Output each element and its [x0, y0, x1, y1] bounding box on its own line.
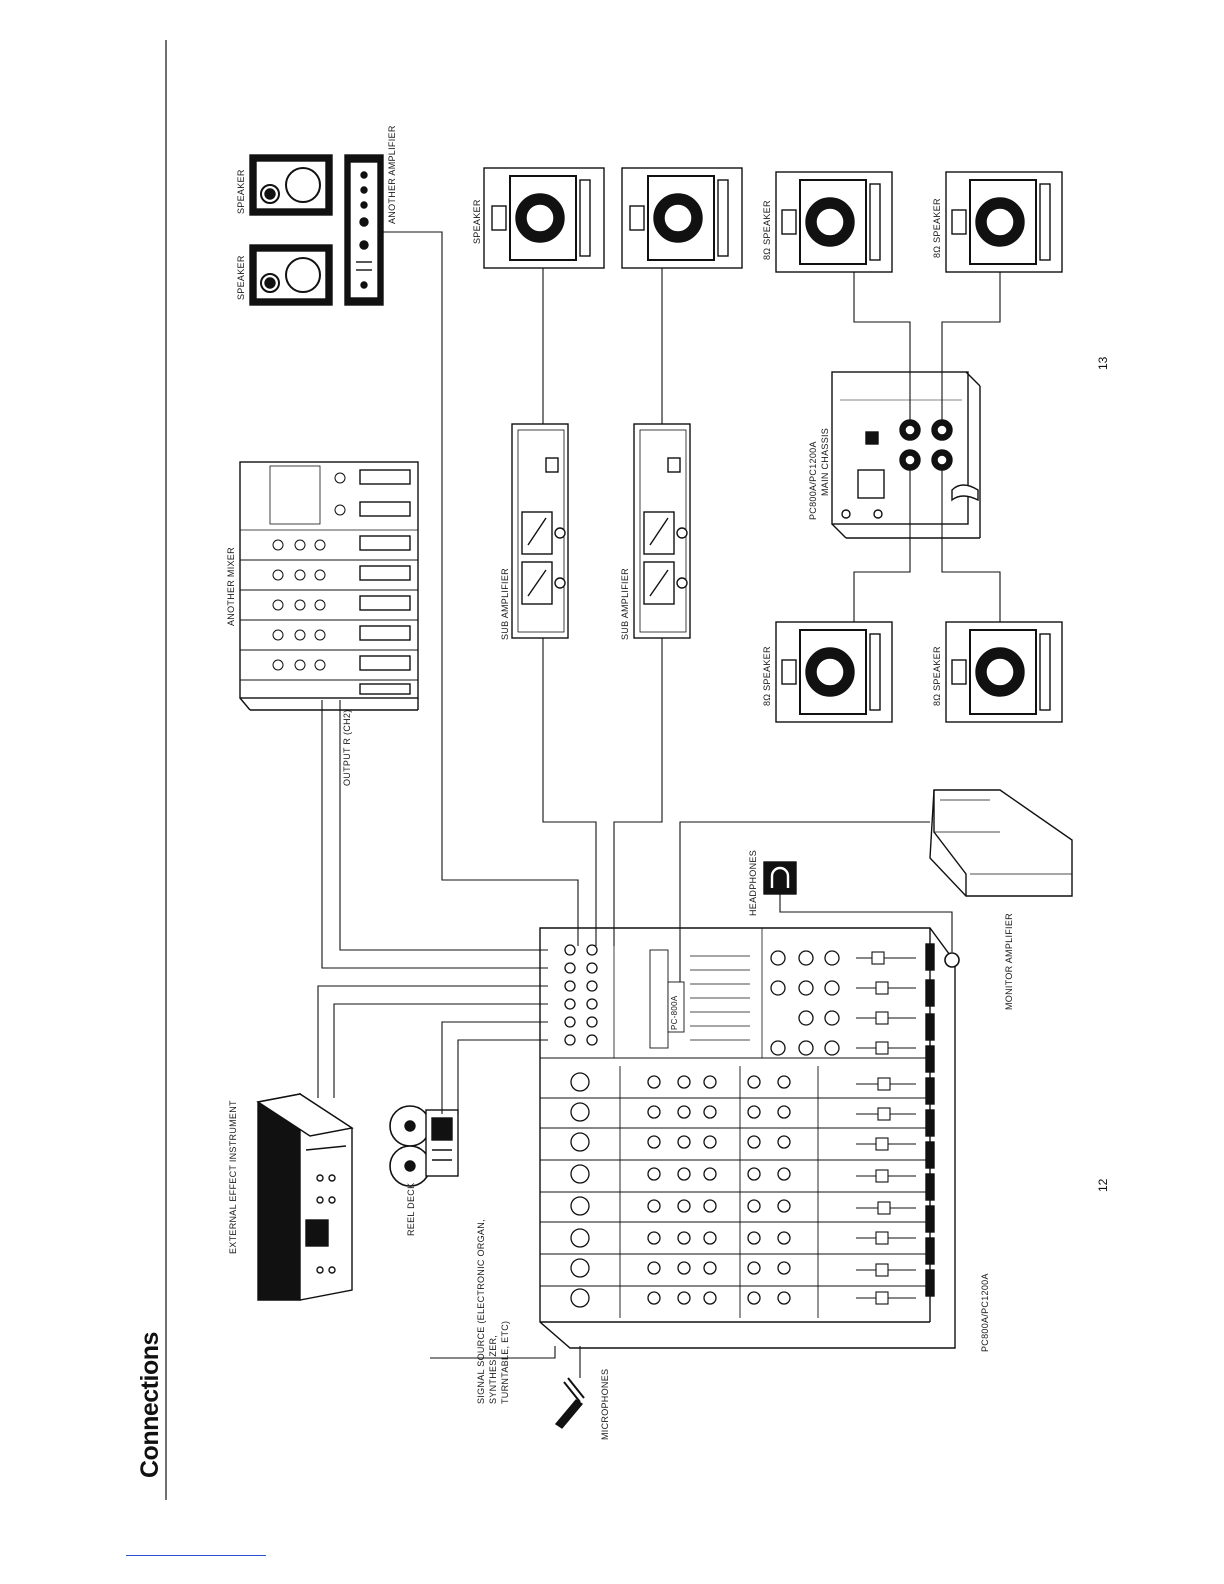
external-effect-label: EXTERNAL EFFECT INSTRUMENT [228, 1100, 238, 1254]
speaker-8ohm-label-a: 8Ω SPEAKER [762, 200, 772, 260]
pa-speaker-5 [775, 621, 893, 723]
headphones-drawing [763, 861, 797, 895]
page-number-right: 13 [1096, 356, 1110, 370]
microphones-label: MICROPHONES [600, 1368, 610, 1440]
signal-source-label-2: SYNTHESIZER, [488, 1334, 498, 1404]
stereo-speaker-left [249, 244, 333, 306]
monitor-amplifier-drawing [929, 789, 1073, 897]
sub-amplifier-2 [633, 423, 691, 639]
speaker-8ohm-label-c: 8Ω SPEAKER [762, 646, 772, 706]
pa-speaker-1 [483, 167, 605, 269]
main-chassis-drawing [831, 371, 981, 539]
pa-speaker-2 [621, 167, 743, 269]
pa-speaker-3 [775, 171, 893, 273]
page-number-left: 12 [1096, 1178, 1110, 1192]
speaker-8ohm-label-b: 8Ω SPEAKER [932, 198, 942, 258]
main-mixer-drawing [539, 927, 960, 1349]
signal-source-label-3: TURNTABLE, ETC) [500, 1320, 510, 1404]
pa-speaker-4 [945, 171, 1063, 273]
reel-deck-drawing [389, 1105, 459, 1187]
effect-instrument-drawing [256, 1092, 354, 1301]
main-chassis-label-2: MAIN CHASSIS [820, 427, 830, 496]
pa-speaker-6 [945, 621, 1063, 723]
another-mixer-drawing [239, 461, 419, 711]
speaker-8ohm-label-d: 8Ω SPEAKER [932, 646, 942, 706]
monitor-amplifier-label: MONITOR AMPLIFIER [1004, 913, 1014, 1010]
cable-lines [317, 231, 1001, 1378]
another-mixer-label: ANOTHER MIXER [226, 547, 236, 626]
speaker-label-b: SPEAKER [236, 169, 246, 214]
speaker-label-c: SPEAKER [472, 199, 482, 244]
mixer-badge: PC-800A [670, 995, 679, 1030]
mixer-model-label: PC800A/PC1200A [980, 1273, 990, 1352]
signal-source-label-1: SIGNAL SOURCE (ELECTRONIC ORGAN, [476, 1219, 486, 1404]
sub-amplifier-1 [511, 423, 569, 639]
output-r-label: OUTPUT R (CH2) [342, 709, 352, 786]
speaker-label-a: SPEAKER [236, 255, 246, 300]
sub-amplifier-label-b: SUB AMPLIFIER [620, 568, 630, 640]
main-chassis-label-1: PC800A/PC1200A [808, 441, 818, 520]
reel-deck-label: REEL DECK [406, 1182, 416, 1236]
page-title: Connections [136, 1332, 164, 1478]
another-amplifier-drawing [344, 154, 384, 306]
another-amplifier-label: ANOTHER AMPLIFIER [387, 125, 397, 224]
footer-underline [126, 1555, 266, 1556]
sub-amplifier-label-a: SUB AMPLIFIER [500, 568, 510, 640]
headphones-label: HEADPHONES [748, 849, 758, 916]
stereo-speaker-right [249, 154, 333, 216]
microphone-drawing [554, 1377, 585, 1429]
